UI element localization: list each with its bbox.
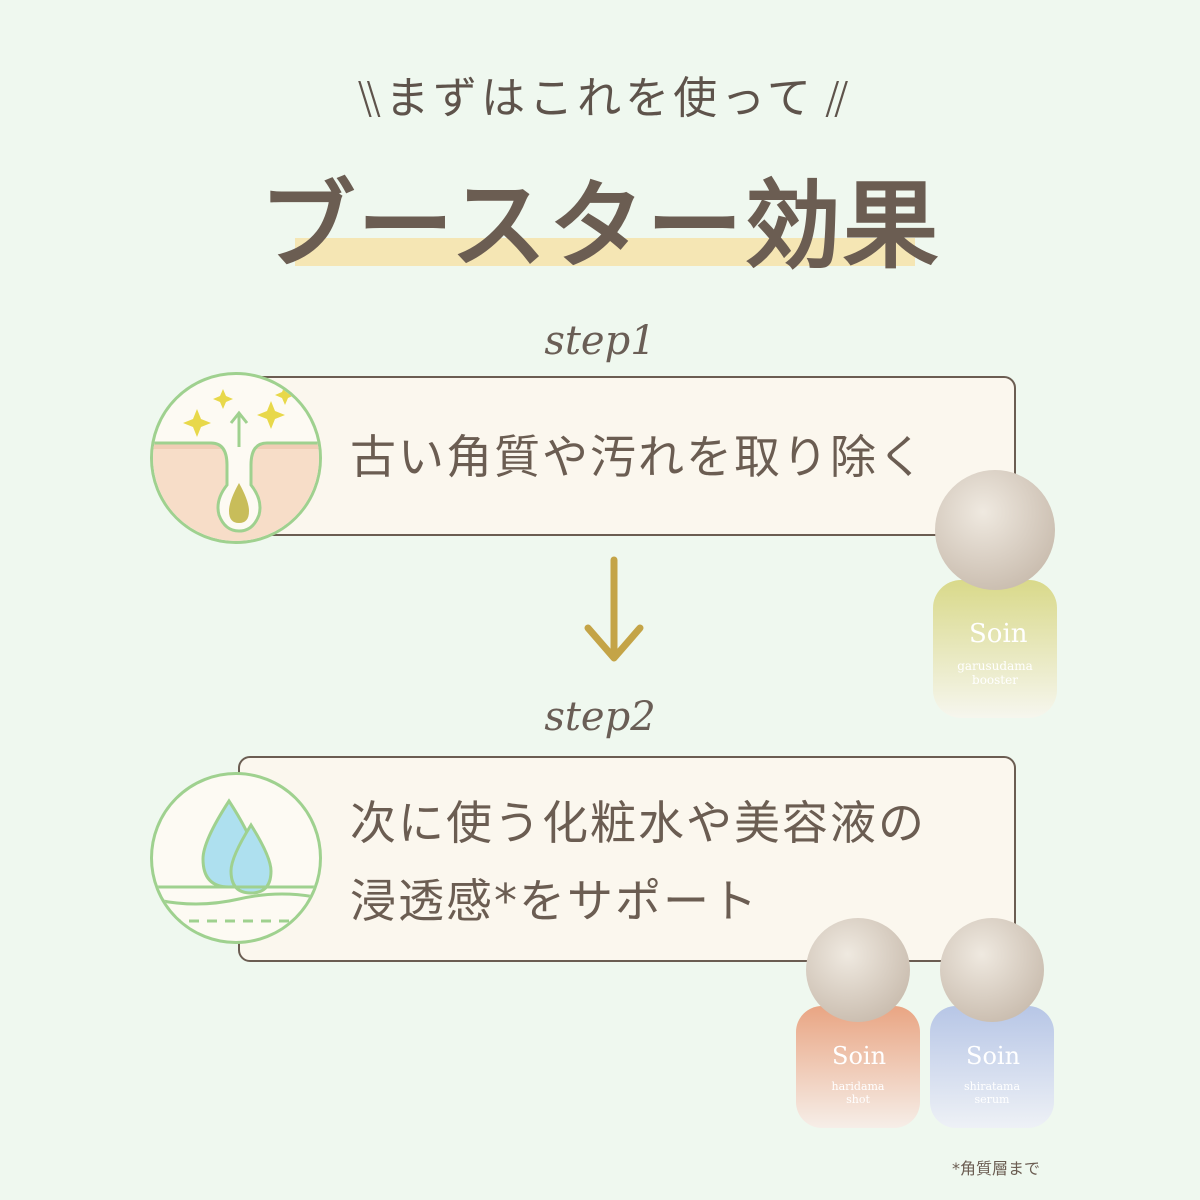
- step1-label: step1: [544, 318, 656, 364]
- page-title: ブースター効果: [259, 170, 941, 282]
- intro-line: \\まずはこれを使って//: [0, 62, 1200, 126]
- product-name-2: shot: [846, 1093, 870, 1106]
- step2-label: step2: [544, 694, 656, 740]
- footnote: *角質層まで: [951, 1159, 1040, 1178]
- product-name-1: garusudama: [957, 659, 1033, 673]
- step2-text-line1: 次に使う化粧水や美容液の: [350, 796, 926, 850]
- pore-sparkle-icon: [150, 372, 322, 544]
- product-bottle-garusudama: Soin garusudama booster: [925, 470, 1065, 726]
- water-drops-icon: [150, 772, 322, 944]
- step2-text-line2: 浸透感*をサポート: [350, 874, 759, 928]
- step1-card: 古い角質や汚れを取り除く: [238, 376, 1016, 536]
- step1-text: 古い角質や汚れを取り除く: [350, 430, 926, 484]
- product-name-1: haridama: [831, 1080, 884, 1093]
- down-arrow-icon: [582, 556, 646, 672]
- brand-logo: Soin: [832, 1042, 886, 1070]
- brand-logo: Soin: [966, 1042, 1020, 1070]
- product-name-1: shiratama: [964, 1080, 1020, 1093]
- brand-logo: Soin: [969, 619, 1028, 649]
- slash-left: \\: [357, 73, 381, 124]
- slash-right: //: [824, 73, 849, 124]
- title-highlight: [295, 238, 915, 266]
- product-bottle-haridama: Soin haridama shot: [788, 918, 928, 1134]
- product-name-2: serum: [975, 1093, 1010, 1106]
- product-bottle-shiratama: Soin shiratama serum: [922, 918, 1062, 1134]
- product-name-2: booster: [972, 673, 1018, 687]
- intro-text: まずはこれを使って: [385, 73, 815, 124]
